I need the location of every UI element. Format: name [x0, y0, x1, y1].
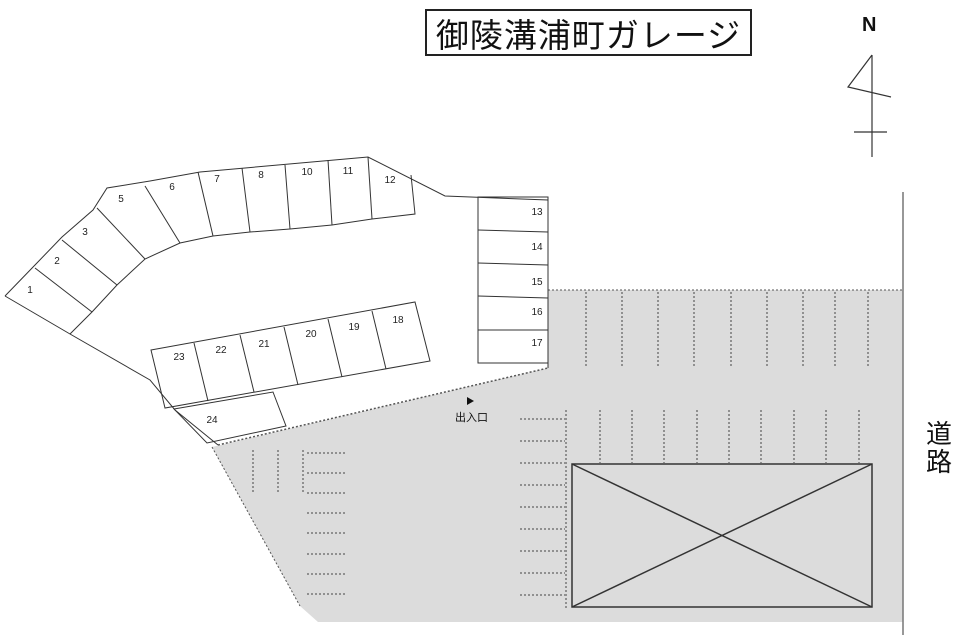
entrance-label: 出入口 [455, 411, 488, 424]
north-label: N [862, 14, 877, 36]
page-title: 御陵溝浦町ガレージ [425, 9, 752, 56]
parking-slot-number: 3 [82, 227, 88, 238]
stripes-west-area [252, 450, 346, 595]
slot-row-west [34, 156, 416, 335]
parking-slot-number: 22 [215, 345, 227, 356]
slot-column-east [477, 196, 549, 364]
stripes-middle-row [520, 410, 860, 608]
lot-border-diagonal [217, 367, 549, 446]
parking-slot-number: 8 [258, 170, 264, 181]
triangle-marker-icon [467, 397, 474, 405]
building-footprint [571, 463, 873, 608]
parking-slot-number: 23 [173, 352, 185, 363]
parking-slot-number: 24 [206, 415, 218, 426]
parking-slot-number: 21 [258, 339, 270, 350]
parking-slot-number: 6 [169, 182, 175, 193]
parking-slot-number: 10 [301, 167, 313, 178]
slot-row-south [150, 301, 431, 444]
parking-slot-number: 15 [531, 277, 543, 288]
road-label: 道路 [926, 420, 953, 478]
parking-slot-number: 17 [531, 338, 543, 349]
stripes-top-row [585, 292, 869, 367]
parking-slot-number: 13 [531, 207, 543, 218]
parking-slot-number: 14 [531, 242, 543, 253]
parking-slot-number: 2 [54, 256, 60, 267]
parking-slot-number: 19 [348, 322, 360, 333]
north-arrow-icon [846, 54, 892, 157]
parking-slot-number: 16 [531, 307, 543, 318]
parking-slot-number: 7 [214, 174, 220, 185]
site-boundary [4, 156, 549, 368]
site-boundary-lower [4, 295, 219, 446]
parking-slot-number: 18 [392, 315, 404, 326]
parking-slot-number: 12 [384, 175, 396, 186]
parking-slot-number: 5 [118, 194, 124, 205]
parking-slot-number: 20 [305, 329, 317, 340]
parking-slot-number: 1 [27, 285, 33, 296]
parking-slot-number: 11 [343, 166, 354, 177]
